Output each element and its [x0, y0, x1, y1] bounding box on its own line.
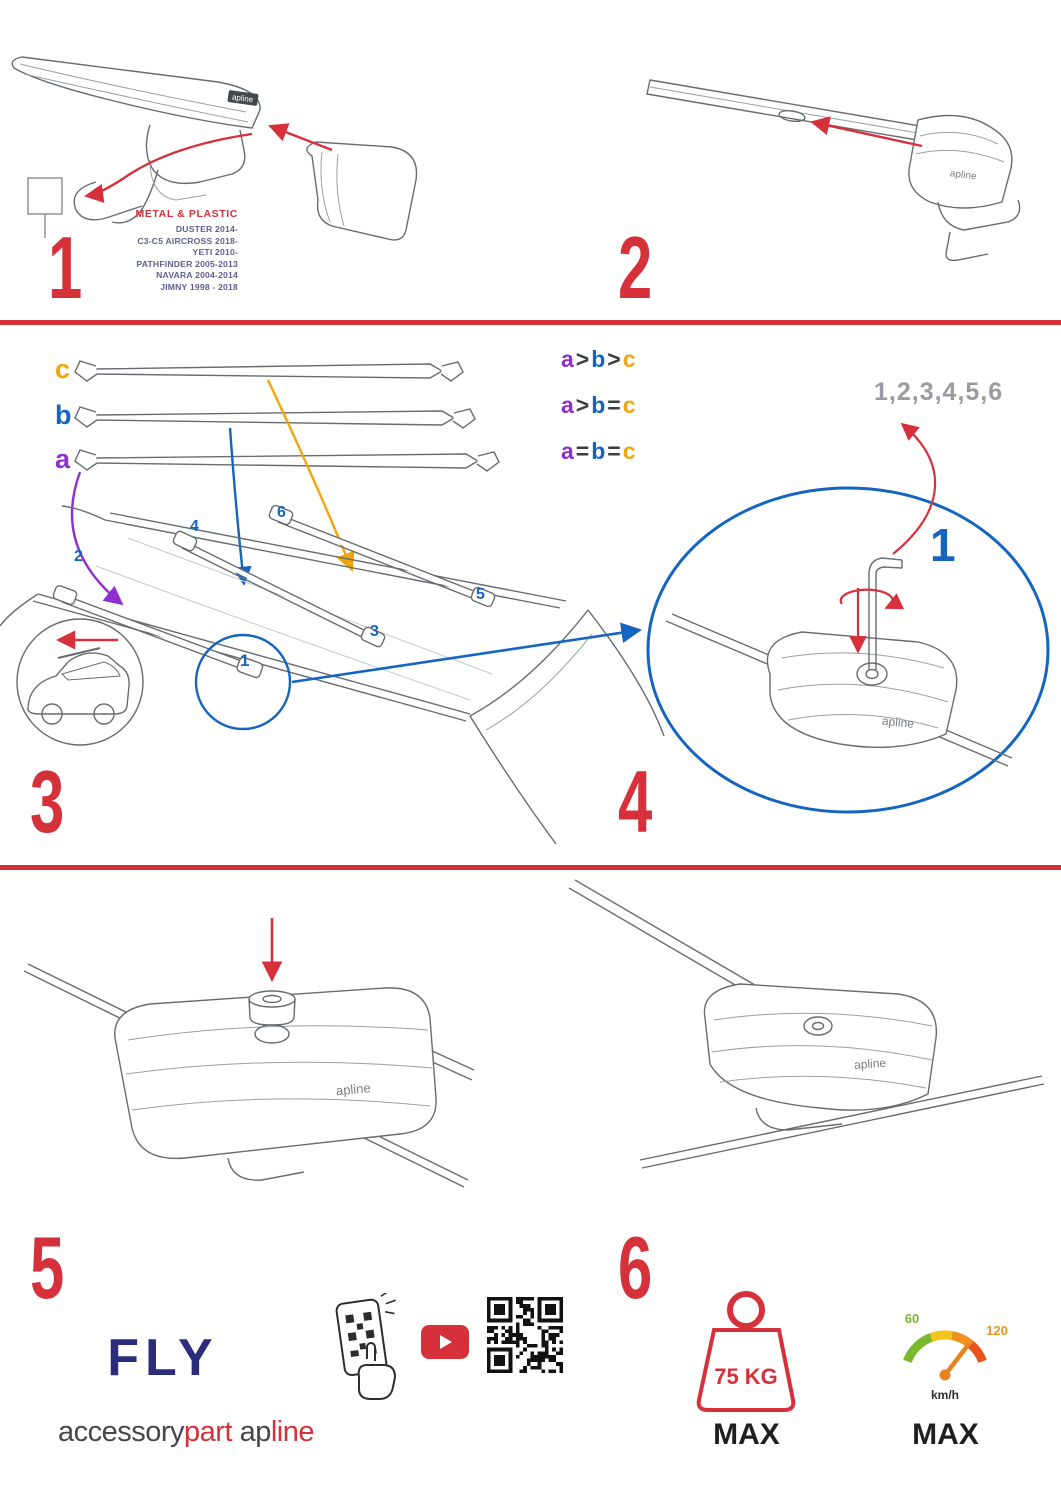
- bar-logo-text: apline: [231, 93, 254, 105]
- roof-position-3: 3: [370, 623, 379, 640]
- rel-token: b: [591, 346, 606, 372]
- brand-logo-text: accessorypart apline: [58, 1416, 315, 1449]
- max-speed-label: MAX: [912, 1418, 979, 1451]
- bar-b-drawing: [74, 406, 476, 429]
- first-position-number: 1: [930, 519, 956, 571]
- car-inset-drawing: [16, 618, 144, 746]
- rel-token: b: [591, 438, 606, 464]
- rel-token: >: [575, 346, 590, 372]
- brand-line: line: [270, 1416, 315, 1448]
- max-speed-icon: 60 120 km/h: [903, 1311, 1008, 1402]
- bar-label-b: b: [55, 400, 72, 430]
- length-relations: a>b>c a>b=c a=b=c: [560, 346, 637, 484]
- foot-logo-text: apline: [881, 714, 915, 731]
- model-line: YETI 2010-: [192, 247, 238, 258]
- step-5-number: 5: [30, 1218, 64, 1317]
- phone-qr-scan-icon: [335, 1293, 397, 1400]
- step-4-number: 4: [618, 752, 652, 851]
- relation-row-1: a>b>c: [560, 346, 637, 392]
- roof-position-2: 2: [74, 548, 83, 565]
- detail-link-arrow: [291, 622, 643, 684]
- rel-token: c: [622, 392, 636, 418]
- step1-arrows: [84, 123, 333, 204]
- rel-token: a: [561, 346, 574, 372]
- crossbar-end-drawing: [646, 79, 1021, 262]
- model-line: JIMNY 1998 - 2018: [160, 281, 238, 292]
- arrow-a-purple: [70, 471, 124, 606]
- roof-drawing: [0, 504, 665, 845]
- step-1-number: 1: [48, 218, 82, 317]
- sequence-arrow: [892, 422, 937, 555]
- arrow-c-orange: [266, 379, 355, 572]
- model-line: C3-C5 AIRCROSS 2018-: [137, 235, 238, 246]
- roof-position-1: 1: [240, 651, 250, 670]
- model-line: DUSTER 2014-: [175, 224, 238, 234]
- rel-token: a: [561, 438, 574, 464]
- section-divider-1: [0, 320, 1061, 325]
- rel-token: c: [622, 346, 636, 372]
- youtube-icon: [421, 1325, 469, 1359]
- arrow-b-blue: [228, 427, 252, 586]
- bar-position-arrows: [70, 379, 355, 606]
- section-divider-2: [0, 865, 1061, 870]
- bar-c-drawing: [74, 360, 464, 382]
- roof-position-4: 4: [190, 518, 199, 535]
- max-load-value: 75 KG: [714, 1364, 778, 1389]
- bar-a-drawing: [74, 449, 500, 472]
- brand-ap: ap: [239, 1416, 272, 1448]
- max-load-label: MAX: [713, 1418, 780, 1451]
- qr-code: [487, 1297, 563, 1373]
- foot-logo-text: apline: [854, 1056, 887, 1072]
- model-name-fly: FLY: [107, 1329, 219, 1387]
- rel-token: >: [575, 392, 590, 418]
- step2-arrow: [810, 116, 923, 148]
- model-line: PATHFINDER 2005-2013: [136, 258, 238, 269]
- rel-token: c: [622, 438, 636, 464]
- model-line: NAVARA 2004-2014: [156, 270, 238, 281]
- step-3-number: 3: [30, 752, 64, 851]
- speed-unit-label: km/h: [931, 1388, 959, 1402]
- rel-token: b: [591, 392, 606, 418]
- rotate-arrow: [839, 588, 905, 610]
- material-label: METAL & PLASTIC: [135, 208, 238, 220]
- foot-highlight-circle: [194, 633, 292, 731]
- loose-bars-drawing: [74, 360, 500, 472]
- relation-row-3: a=b=c: [560, 438, 637, 484]
- speed-min-label: 60: [905, 1311, 919, 1326]
- install-sequence-text: 1,2,3,4,5,6: [874, 378, 1004, 406]
- step5-foot-drawing: [23, 963, 475, 1188]
- foot-logo-text: apline: [949, 168, 977, 182]
- relation-row-2: a>b=c: [560, 392, 637, 438]
- bar-label-a: a: [55, 444, 71, 474]
- max-load-icon: 75 KG: [696, 1291, 796, 1412]
- roof-position-5: 5: [476, 586, 485, 603]
- brand-accessory: accessory: [58, 1416, 185, 1448]
- brand-part: part: [184, 1416, 233, 1448]
- foot-logo-text: apline: [335, 1080, 371, 1098]
- rel-token: =: [607, 392, 621, 418]
- step6-foot-drawing: [568, 879, 1045, 1169]
- step2-illustration: apline: [646, 79, 1021, 262]
- detail-circle-drawing: apline: [646, 422, 1050, 814]
- rel-token: a: [561, 392, 574, 418]
- step-6-number: 6: [618, 1218, 652, 1317]
- roof-position-6: 6: [277, 504, 286, 521]
- rel-token: >: [607, 346, 621, 372]
- rel-token: =: [607, 438, 621, 464]
- step-2-number: 2: [618, 218, 652, 317]
- bar-label-c: c: [55, 354, 71, 384]
- rel-token: =: [575, 438, 590, 464]
- step5-step6-illustration: apline apline: [23, 879, 1045, 1188]
- compatible-models-list: DUSTER 2014- C3-C5 AIRCROSS 2018- YETI 2…: [88, 224, 238, 294]
- speed-high-label: 120: [986, 1323, 1008, 1338]
